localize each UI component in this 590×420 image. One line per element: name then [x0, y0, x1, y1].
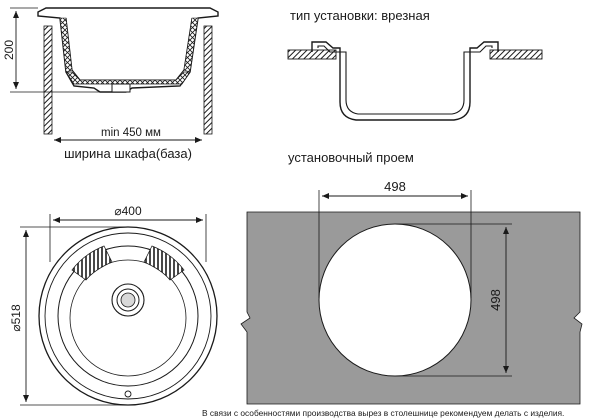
footer-note: В связи с особенностями производства выр…: [202, 408, 564, 418]
sink-profile-outer: [311, 41, 499, 121]
drain-ribs-right: [143, 245, 185, 281]
sink-right-wall-mesh: [183, 17, 199, 73]
top-view: ⌀400 ⌀518: [9, 204, 218, 406]
drain-outlet: [111, 83, 131, 93]
cutout-view: установочный проем 498 498: [240, 150, 583, 405]
sink-left-wall-mesh: [59, 17, 73, 73]
tap-hole: [124, 390, 132, 398]
cutout-width-label: 498: [384, 179, 406, 194]
drain-ring-inner: [120, 292, 136, 308]
side-view: 200 min 450 мм ширина шкафа(база): [2, 7, 219, 161]
sink-bottom-mesh: [65, 71, 191, 85]
install-type-view: тип установки: врезная: [287, 8, 543, 121]
cabinet-min-width-label: min 450 мм: [101, 127, 161, 139]
cabinet-width-label: ширина шкафа(база): [64, 146, 192, 161]
height-dimension-label: 200: [2, 40, 16, 60]
countertop-right: [489, 49, 543, 60]
diameter-outer-label: ⌀518: [9, 304, 23, 332]
cabinet-wall-right: [203, 25, 213, 135]
diameter-inner-label: ⌀400: [114, 204, 142, 218]
cutout-height-label: 498: [488, 289, 503, 311]
cutout-title: установочный проем: [288, 150, 414, 165]
install-type-label: тип установки: врезная: [290, 8, 430, 23]
cabinet-wall-left: [43, 25, 53, 135]
sink-rim-inner-edge: [44, 232, 212, 400]
cutout-hole: [318, 223, 472, 377]
sink-bowl-floor: [69, 259, 187, 377]
sink-bowl-edge: [57, 245, 199, 387]
drain-ribs-left: [71, 245, 113, 281]
drain-ring-middle: [116, 288, 140, 312]
sink-profile-inner: [317, 45, 493, 115]
